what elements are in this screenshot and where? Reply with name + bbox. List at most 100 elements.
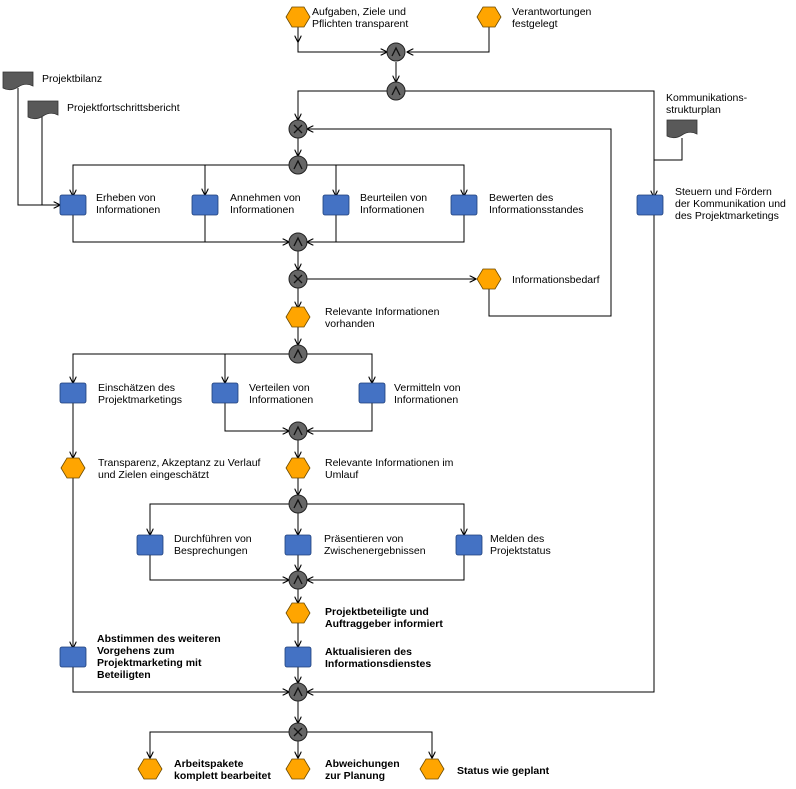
flow-line	[307, 214, 655, 692]
function-praesentieren[interactable]	[284, 534, 312, 556]
flow-line	[307, 554, 465, 580]
flow-line	[307, 731, 432, 758]
connector-shape	[288, 344, 308, 364]
event-label-verantwortungen: Verantwortungen festgelegt	[512, 6, 592, 30]
flow-line	[73, 353, 289, 383]
function-label-abstimmen: Abstimmen des weiteren Vorgehens zum Pro…	[97, 633, 221, 681]
flow-line	[298, 164, 465, 195]
flow-line	[149, 554, 289, 580]
and-symbol	[293, 425, 303, 436]
function-vermitteln[interactable]	[358, 382, 386, 404]
flow-line	[72, 214, 289, 242]
event-shape	[285, 306, 311, 328]
function-label-praesentieren: Präsentieren von Zwischenergebnissen	[324, 533, 426, 557]
flow-line	[298, 90, 387, 120]
connector-shape	[288, 570, 308, 590]
event-aufgaben[interactable]	[285, 6, 311, 28]
function-abstimmen[interactable]	[59, 646, 87, 668]
function-erheben[interactable]	[59, 194, 87, 216]
and-connector-final-join[interactable]	[288, 682, 308, 702]
and-symbol	[293, 686, 303, 697]
connector-shape	[288, 421, 308, 441]
function-label-durchfuehren: Durchführen von Besprechungen	[174, 533, 252, 557]
and-connector-present-join[interactable]	[288, 570, 308, 590]
function-melden[interactable]	[455, 534, 483, 556]
connector-shape	[288, 155, 308, 175]
flow-line	[407, 26, 490, 52]
event-label-relevant_umlauf: Relevante Informationen im Umlauf	[325, 457, 454, 481]
function-label-steuern: Steuern und Fördern der Kommunikation un…	[675, 186, 786, 222]
flow-line	[150, 731, 289, 758]
flow-line	[307, 402, 373, 431]
and-connector-collect-join[interactable]	[288, 232, 308, 252]
and-connector-present-split[interactable]	[288, 494, 308, 514]
function-shape	[59, 194, 87, 216]
event-shape	[476, 268, 502, 290]
function-label-melden: Melden des Projektstatus	[490, 533, 551, 557]
event-label-beteiligte_informiert: Projektbeteiligte und Auftraggeber infor…	[325, 606, 443, 630]
event-verantwortungen[interactable]	[476, 6, 502, 28]
and-connector-distribute-join[interactable]	[288, 421, 308, 441]
function-aktualisieren[interactable]	[284, 646, 312, 668]
function-bewerten[interactable]	[450, 194, 478, 216]
and-connector-distribute-split[interactable]	[288, 344, 308, 364]
xor-connector-need-check[interactable]	[288, 269, 308, 289]
event-beteiligte_informiert[interactable]	[285, 602, 311, 624]
document-shape	[2, 71, 34, 91]
event-shape	[60, 457, 86, 479]
function-shape	[450, 194, 478, 216]
function-einschaetzen[interactable]	[59, 382, 87, 404]
event-shape	[137, 758, 163, 780]
flow-line	[307, 353, 372, 383]
function-shape	[59, 382, 87, 404]
function-shape	[136, 534, 164, 556]
function-shape	[59, 646, 87, 668]
event-transparenz[interactable]	[60, 457, 86, 479]
event-label-arbeitspakete: Arbeitspakete komplett bearbeitet	[174, 758, 271, 782]
and-connector-split-main[interactable]	[386, 81, 406, 101]
event-abweichungen[interactable]	[285, 758, 311, 780]
flow-line	[307, 214, 337, 242]
function-steuern[interactable]	[636, 194, 664, 216]
function-shape	[322, 194, 350, 216]
function-annehmen[interactable]	[191, 194, 219, 216]
document-strukturplan[interactable]	[666, 119, 698, 139]
and-connector-start-join[interactable]	[386, 42, 406, 62]
xor-connector-outcome[interactable]	[288, 722, 308, 742]
event-relevant_umlauf[interactable]	[285, 457, 311, 479]
event-label-abweichungen: Abweichungen zur Planung	[325, 758, 400, 782]
event-shape	[285, 457, 311, 479]
event-label-transparenz: Transparenz, Akzeptanz zu Verlauf und Zi…	[98, 457, 261, 481]
event-status_geplant[interactable]	[419, 758, 445, 780]
event-shape	[285, 758, 311, 780]
document-projektbilanz[interactable]	[2, 71, 34, 91]
connector-shape	[386, 42, 406, 62]
event-label-relevant_vorhanden: Relevante Informationen vorhanden	[325, 306, 440, 330]
flow-line	[150, 503, 289, 535]
function-verteilen[interactable]	[211, 382, 239, 404]
event-label-aufgaben: Aufgaben, Ziele und Pflichten transparen…	[312, 6, 409, 30]
event-arbeitspakete[interactable]	[137, 758, 163, 780]
xor-connector-loop-merge[interactable]	[288, 119, 308, 139]
function-shape	[191, 194, 219, 216]
event-shape	[476, 6, 502, 28]
diagram-nodes	[2, 6, 698, 780]
and-connector-collect-split[interactable]	[288, 155, 308, 175]
function-shape	[358, 382, 386, 404]
connector-shape	[288, 494, 308, 514]
event-shape	[285, 6, 311, 28]
event-relevant_vorhanden[interactable]	[285, 306, 311, 328]
function-shape	[211, 382, 239, 404]
and-symbol	[293, 498, 303, 509]
function-durchfuehren[interactable]	[136, 534, 164, 556]
function-beurteilen[interactable]	[322, 194, 350, 216]
flow-line	[224, 402, 289, 431]
document-label-fortschrittsbericht: Projektfortschrittsbericht	[67, 102, 180, 114]
connection-lines	[17, 26, 683, 758]
function-shape	[284, 534, 312, 556]
flow-line	[72, 667, 289, 692]
event-informationsbedarf[interactable]	[476, 268, 502, 290]
document-fortschrittsbericht[interactable]	[27, 100, 59, 120]
function-label-annehmen: Annehmen von Informationen	[230, 192, 301, 216]
connector-shape	[386, 81, 406, 101]
